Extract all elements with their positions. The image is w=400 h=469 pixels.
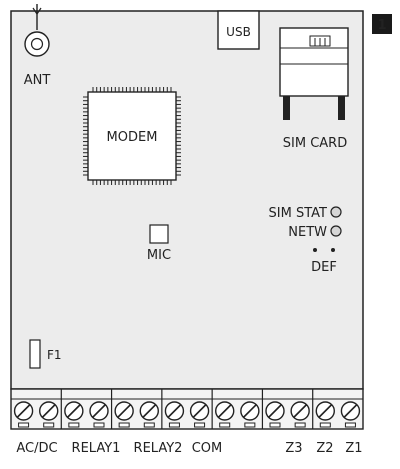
terminal-screw-icon [215, 401, 235, 428]
terminal-screw-icon [114, 401, 134, 428]
usb-port [217, 10, 260, 50]
terminal-screw-icon [164, 401, 185, 428]
terminal-screw-icon [13, 401, 34, 428]
terminal-screw-icon [64, 401, 84, 428]
terminal-screw-icon [265, 401, 285, 428]
def-jumper-pin-icon [313, 248, 317, 252]
antenna-connector [24, 4, 50, 57]
terminal-label-relay1: RELAY1 [72, 441, 121, 456]
figure-number-badge [372, 14, 392, 34]
sim-card-holder [279, 27, 349, 120]
terminal-label-z3: Z3 [285, 441, 302, 456]
usb-label: USB [226, 25, 251, 39]
terminal-screw-icon [340, 401, 361, 428]
terminal-label-com: COM [192, 441, 223, 456]
terminal-label-relay2: RELAY2 [134, 441, 183, 456]
terminal-block [10, 388, 364, 430]
terminal-screw-icon [315, 401, 335, 428]
sim-stat-led-icon [330, 206, 342, 218]
terminal-screw-icon [89, 401, 109, 428]
terminal-screw-icon [39, 401, 59, 428]
sim-card-label: SIM CARD [283, 136, 347, 151]
fuse-label: F1 [47, 348, 62, 362]
microphone [149, 224, 169, 244]
def-jumper-pin-icon [331, 248, 335, 252]
terminal-screw-icon [240, 401, 260, 428]
figure-number: 1 [377, 18, 386, 33]
antenna-label: ANT [24, 73, 51, 88]
netw-label: NETW [288, 225, 327, 240]
fuse [29, 339, 41, 369]
netw-led-icon [330, 225, 342, 237]
terminal-screw-icon [290, 401, 310, 428]
terminal-screw-icon [139, 401, 159, 428]
sim-stat-label: SIM STAT [269, 206, 328, 221]
modem-label: MODEM [107, 130, 158, 145]
terminal-screw-icon [189, 401, 210, 428]
modem-chip [83, 87, 181, 185]
mic-label: MIC [147, 248, 171, 263]
terminal-label-z2: Z2 [316, 441, 333, 456]
terminal-label-z1: Z1 [345, 441, 362, 456]
terminal-label-acdc: AC/DC [16, 441, 57, 456]
def-label: DEF [311, 260, 337, 275]
